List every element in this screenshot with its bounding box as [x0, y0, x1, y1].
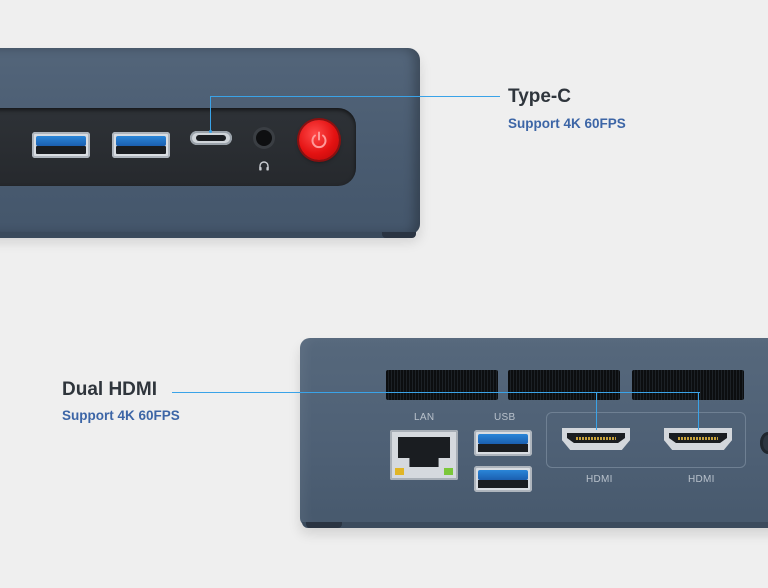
type-c-callout-line	[210, 96, 500, 97]
type-c-callout-drop	[210, 96, 211, 132]
hdmi-callout-drop-1	[596, 392, 597, 430]
hdmi-port-1	[562, 428, 630, 450]
type-c-subtitle: Support 4K 60FPS	[508, 116, 626, 131]
lan-port	[390, 430, 458, 480]
front-usb-a-port-2	[112, 132, 170, 158]
type-c-callout-dot	[209, 130, 212, 133]
hdmi-port-2	[664, 428, 732, 450]
front-usb-a-port-1	[32, 132, 90, 158]
hdmi-port-bay	[546, 412, 746, 468]
vent-grille-2	[508, 370, 620, 400]
rear-rubber-foot	[306, 522, 342, 528]
rear-chassis-bottom-edge	[302, 522, 768, 528]
antenna-connector	[760, 432, 768, 454]
hdmi-callout-line	[172, 392, 700, 393]
power-button	[299, 120, 339, 160]
front-chassis-bottom-edge	[0, 232, 416, 238]
dual-hdmi-title: Dual HDMI	[62, 379, 157, 400]
front-rubber-foot	[382, 232, 416, 238]
dual-hdmi-subtitle: Support 4K 60FPS	[62, 408, 180, 423]
type-c-title: Type-C	[508, 86, 571, 107]
audio-jack	[256, 130, 272, 146]
hdmi-label-1: HDMI	[586, 474, 613, 485]
usb-label: USB	[494, 412, 516, 423]
vent-grille-1	[386, 370, 498, 400]
front-type-c-port	[190, 131, 232, 145]
rear-usb-a-port-1	[474, 430, 532, 456]
rear-usb-a-port-2	[474, 466, 532, 492]
power-icon	[311, 131, 327, 149]
vent-grille-3	[632, 370, 744, 400]
lan-label: LAN	[414, 412, 435, 423]
hdmi-label-2: HDMI	[688, 474, 715, 485]
hdmi-callout-drop-2	[698, 392, 699, 430]
headphone-icon	[257, 160, 271, 174]
